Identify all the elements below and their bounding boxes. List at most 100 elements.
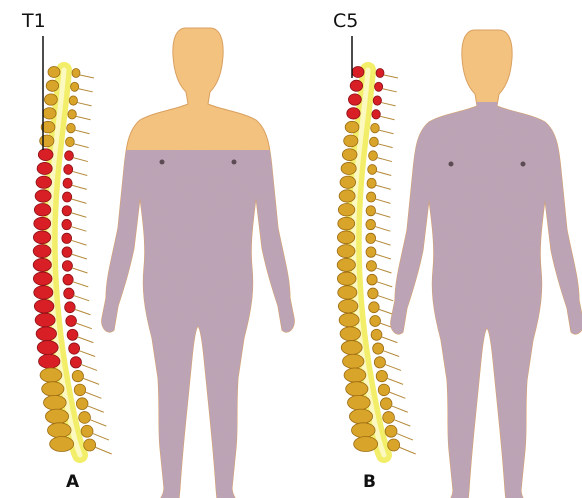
vertebra-a-11 (34, 204, 50, 216)
nerve-root-b-12 (375, 227, 390, 232)
vertebra-process-b-23 (376, 370, 387, 381)
nerve-root-a-3 (77, 103, 91, 106)
nerve-root-a-16 (73, 282, 89, 287)
vertebra-a-10 (35, 190, 51, 202)
vertebra-process-b-17 (368, 288, 378, 299)
nerve-root-b-28 (399, 447, 416, 454)
nerve-root-a-10 (71, 199, 86, 203)
vertebra-a-9 (36, 176, 52, 188)
vertebra-b-24 (346, 382, 368, 396)
vertebra-process-b-12 (366, 219, 376, 229)
vertebra-a-17 (34, 286, 53, 299)
vertebra-b-4 (347, 108, 360, 119)
nerve-root-b-5 (379, 130, 393, 134)
nerve-root-b-14 (375, 254, 390, 259)
vertebra-process-b-6 (370, 137, 379, 147)
vertebra-b-19 (339, 313, 359, 327)
vertebra-b-12 (338, 217, 355, 230)
vertebra-a-20 (36, 327, 56, 341)
vertebra-process-b-27 (385, 425, 397, 437)
vertebra-process-a-22 (70, 357, 81, 368)
vertebra-b-28 (354, 437, 378, 452)
vertebra-process-a-3 (69, 96, 77, 105)
vertebra-process-a-12 (62, 219, 72, 229)
vertebra-b-16 (337, 272, 356, 285)
vertebra-process-b-26 (383, 412, 395, 424)
vertebra-process-b-25 (380, 398, 392, 410)
nerve-root-b-23 (387, 378, 403, 384)
vertebra-process-a-14 (62, 247, 72, 257)
vertebra-process-a-28 (84, 439, 96, 451)
vertebra-process-a-19 (66, 316, 77, 327)
vertebra-process-b-28 (388, 439, 400, 451)
vertebra-process-a-26 (79, 412, 91, 424)
nerve-root-a-19 (76, 323, 92, 329)
vertebra-process-b-18 (369, 302, 380, 313)
vertebra-process-a-6 (66, 137, 75, 147)
nerve-root-b-26 (393, 419, 410, 426)
nerve-root-b-24 (389, 392, 406, 398)
nerve-root-a-13 (71, 240, 86, 245)
vertebra-process-a-11 (62, 206, 71, 216)
vertebra-process-a-15 (62, 261, 72, 272)
nerve-root-a-9 (72, 185, 87, 189)
vertebra-a-12 (34, 217, 51, 230)
vertebra-process-b-1 (376, 69, 384, 78)
level-label-a: T1 (22, 10, 46, 32)
vertebra-a-14 (33, 245, 51, 258)
vertebra-process-b-13 (366, 233, 376, 243)
vertebra-a-13 (33, 231, 50, 244)
vertebra-a-4 (43, 108, 56, 119)
vertebra-a-19 (35, 313, 55, 327)
vertebra-b-1 (352, 67, 364, 78)
nerve-root-a-1 (80, 75, 94, 78)
nerve-root-b-1 (384, 75, 398, 78)
nerve-root-b-8 (376, 171, 391, 175)
vertebra-process-a-24 (74, 384, 85, 396)
nerve-root-a-14 (71, 254, 86, 259)
vertebra-b-11 (338, 204, 354, 216)
vertebra-process-a-2 (71, 82, 79, 91)
vertebra-process-b-14 (366, 247, 376, 257)
vertebra-process-b-19 (370, 316, 381, 327)
vertebra-process-a-23 (72, 370, 83, 381)
vertebra-process-a-27 (81, 425, 93, 437)
nerve-root-a-28 (95, 447, 112, 454)
vertebra-process-b-16 (367, 274, 377, 285)
vertebra-process-b-20 (371, 329, 382, 340)
level-label-b: C5 (333, 10, 358, 32)
nerve-root-b-22 (385, 364, 401, 370)
vertebra-b-17 (338, 286, 357, 299)
vertebra-a-26 (45, 409, 68, 424)
body-figure-b (391, 30, 582, 498)
vertebra-a-8 (37, 162, 52, 174)
nerve-root-b-9 (376, 185, 391, 189)
vertebra-b-26 (349, 409, 372, 424)
vertebra-b-20 (340, 327, 360, 341)
vertebra-b-21 (341, 341, 362, 355)
nerve-root-a-4 (76, 116, 90, 119)
nerve-root-a-24 (85, 392, 102, 398)
vertebra-process-b-11 (366, 206, 375, 216)
vertebra-a-16 (33, 272, 52, 285)
nerve-root-b-15 (376, 268, 392, 273)
vertebra-process-b-15 (366, 261, 376, 272)
nerve-root-a-18 (75, 309, 91, 315)
nerve-root-b-13 (375, 240, 390, 245)
nerve-root-a-15 (72, 268, 88, 273)
nerve-root-b-3 (381, 103, 395, 106)
nerve-root-b-4 (380, 116, 394, 119)
vertebra-process-a-9 (63, 178, 72, 188)
vertebra-process-a-13 (62, 233, 72, 243)
nerve-root-b-16 (377, 282, 393, 287)
vertebra-process-b-9 (367, 178, 376, 188)
nerve-root-b-7 (377, 158, 392, 162)
vertebra-a-15 (33, 258, 51, 271)
vertebra-b-10 (339, 190, 355, 202)
vertebra-process-a-20 (67, 329, 78, 340)
nerve-root-b-11 (375, 213, 390, 217)
nerve-root-a-12 (71, 227, 86, 232)
vertebra-b-25 (348, 395, 371, 410)
vertebra-a-6 (40, 135, 54, 147)
vertebra-b-6 (344, 135, 358, 147)
